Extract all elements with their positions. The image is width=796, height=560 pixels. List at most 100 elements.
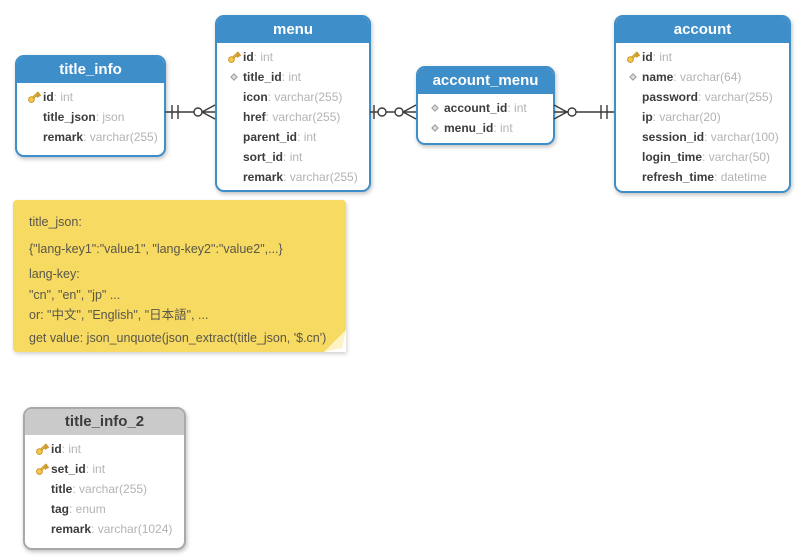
table-title-info[interactable]: title_info idint title_jsonjson remarkva… — [15, 55, 166, 157]
table-columns: idint title_jsonjson remarkvarchar(255) — [17, 83, 164, 151]
no-icon — [623, 90, 642, 105]
no-icon — [224, 170, 243, 185]
column-name: ip — [642, 110, 653, 124]
column-type: varchar(50) — [702, 150, 770, 164]
note-line: title_json: — [29, 215, 82, 229]
table-title[interactable]: account_menu — [418, 68, 553, 94]
column-row[interactable]: iconvarchar(255) — [217, 87, 369, 107]
column-name: session_id — [642, 130, 705, 144]
no-icon — [623, 130, 642, 145]
primary-key-icon — [623, 50, 642, 65]
column-type: varchar(255) — [83, 130, 158, 144]
note-line: lang-key: — [29, 267, 80, 281]
column-row[interactable]: title_jsonjson — [17, 107, 164, 127]
column-row[interactable]: hrefvarchar(255) — [217, 107, 369, 127]
column-type: datetime — [714, 170, 767, 184]
column-row[interactable]: login_timevarchar(50) — [616, 147, 789, 167]
column-type: int — [282, 70, 301, 84]
column-row[interactable]: account_idint — [418, 98, 553, 118]
column-name: tag — [51, 502, 69, 516]
table-columns: idint title_idint iconvarchar(255) hrefv… — [217, 43, 369, 190]
column-type: int — [297, 130, 317, 144]
column-type: int — [283, 150, 303, 164]
column-name: password — [642, 90, 699, 104]
sticky-note[interactable]: title_json: {"lang-key1":"value1", "lang… — [13, 200, 346, 352]
column-type: int — [86, 462, 105, 476]
column-row[interactable]: idint — [616, 47, 789, 67]
table-title[interactable]: title_info_2 — [25, 409, 184, 435]
primary-key-icon — [24, 90, 43, 105]
column-type: int — [653, 50, 672, 64]
note-line: {"lang-key1":"value1", "lang-key2":"valu… — [29, 242, 283, 256]
column-name: login_time — [642, 150, 703, 164]
column-name: title_json — [43, 110, 96, 124]
note-line: get value: json_unquote(json_extract(tit… — [29, 331, 327, 345]
column-name: set_id — [51, 462, 86, 476]
column-row[interactable]: remarkvarchar(255) — [217, 167, 369, 187]
column-row[interactable]: session_idvarchar(100) — [616, 127, 789, 147]
table-columns: idint set_idint titlevarchar(255) tagenu… — [25, 435, 184, 543]
no-icon — [623, 150, 642, 165]
note-fold-corner-icon — [324, 330, 346, 352]
column-row[interactable]: passwordvarchar(255) — [616, 87, 789, 107]
column-type: varchar(1024) — [91, 522, 173, 536]
table-title[interactable]: menu — [217, 17, 369, 43]
column-row[interactable]: parent_idint — [217, 127, 369, 147]
column-type: varchar(64) — [673, 70, 741, 84]
column-name: remark — [243, 170, 284, 184]
column-type: enum — [69, 502, 106, 516]
no-icon — [32, 522, 51, 537]
column-name: name — [642, 70, 674, 84]
column-row[interactable]: title_idint — [217, 67, 369, 87]
column-row[interactable]: menu_idint — [418, 118, 553, 138]
column-row[interactable]: idint — [25, 439, 184, 459]
foreign-key-icon — [224, 70, 243, 85]
column-row[interactable]: tagenum — [25, 499, 184, 519]
column-row[interactable]: titlevarchar(255) — [25, 479, 184, 499]
column-row[interactable]: sort_idint — [217, 147, 369, 167]
column-name: menu_id — [444, 121, 494, 135]
table-account-menu[interactable]: account_menu account_idint menu_idint — [416, 66, 555, 145]
no-icon — [32, 482, 51, 497]
column-type: int — [507, 101, 527, 115]
column-name: id — [51, 442, 62, 456]
column-type: varchar(255) — [268, 90, 342, 104]
note-line: or: "中文", "English", "日本語", ... — [29, 308, 209, 322]
column-row[interactable]: remarkvarchar(255) — [17, 127, 164, 147]
no-icon — [24, 110, 43, 125]
column-row[interactable]: remarkvarchar(1024) — [25, 519, 184, 539]
column-type: int — [62, 442, 81, 456]
column-name: icon — [243, 90, 268, 104]
column-type: varchar(20) — [653, 110, 720, 124]
no-icon — [32, 502, 51, 517]
note-line: "cn", "en", "jp" ... — [29, 288, 121, 302]
foreign-key-icon — [425, 121, 444, 136]
column-name: account_id — [444, 101, 508, 115]
table-title[interactable]: account — [616, 17, 789, 43]
foreign-key-icon — [425, 101, 444, 116]
column-row[interactable]: ipvarchar(20) — [616, 107, 789, 127]
column-row[interactable]: idint — [217, 47, 369, 67]
column-type: varchar(255) — [72, 482, 147, 496]
column-row[interactable]: set_idint — [25, 459, 184, 479]
column-type: json — [96, 110, 124, 124]
column-row[interactable]: refresh_timedatetime — [616, 167, 789, 187]
column-name: sort_id — [243, 150, 284, 164]
column-name: id — [642, 50, 653, 64]
column-name: remark — [51, 522, 92, 536]
table-menu[interactable]: menu idint title_idint iconvarchar(255) … — [215, 15, 371, 192]
relationship-account-menu-account[interactable] — [553, 100, 614, 124]
no-icon — [24, 130, 43, 145]
relationship-title-info-menu[interactable] — [165, 100, 216, 124]
column-row[interactable]: namevarchar(64) — [616, 67, 789, 87]
no-icon — [623, 110, 642, 125]
column-row[interactable]: idint — [17, 87, 164, 107]
table-columns: idint namevarchar(64) passwordvarchar(25… — [616, 43, 789, 191]
column-name: parent_id — [243, 130, 298, 144]
table-title-info-2[interactable]: title_info_2 idint set_idint titlevarcha… — [23, 407, 186, 550]
relationship-menu-account-menu[interactable] — [370, 100, 417, 124]
table-title[interactable]: title_info — [17, 57, 164, 83]
table-account[interactable]: account idint namevarchar(64) passwordva… — [614, 15, 791, 193]
column-type: int — [54, 90, 73, 104]
